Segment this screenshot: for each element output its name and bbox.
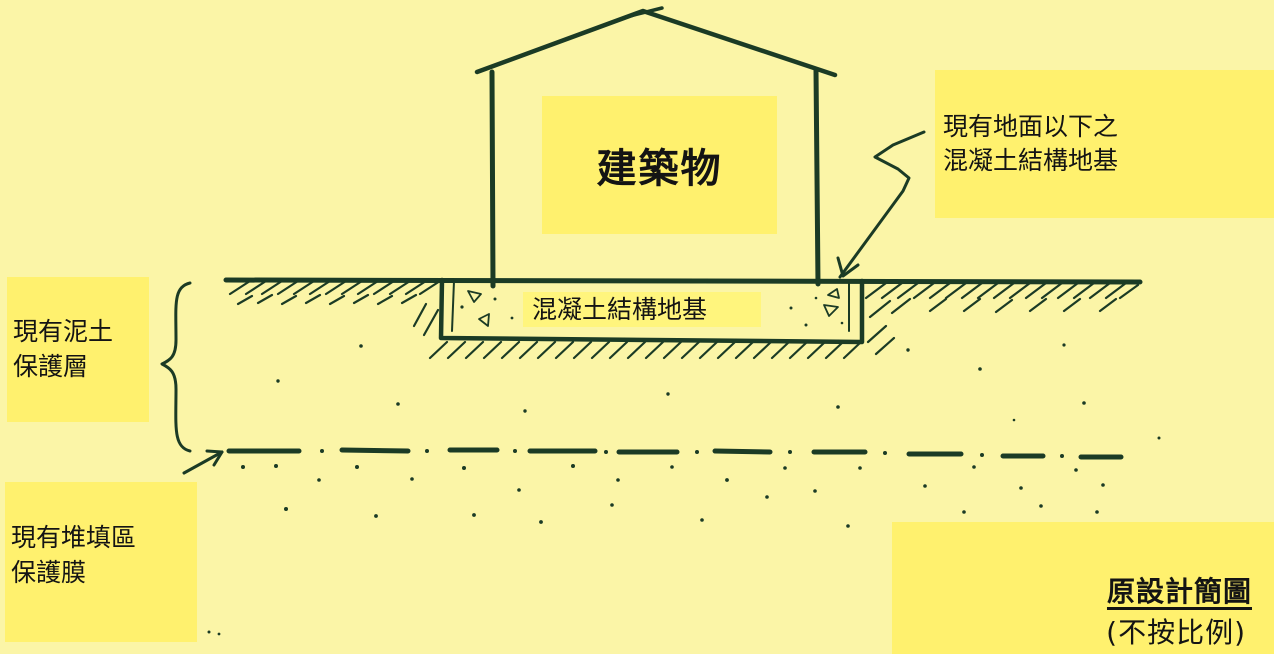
foundation-left-edge <box>451 280 455 332</box>
not-to-scale-note: (不按比例) <box>1106 616 1246 649</box>
building-label: 建築物 <box>542 96 777 234</box>
soil-protection-layer-label: 現有泥土 保護層 <box>7 277 149 422</box>
ground-hatching <box>228 279 1140 360</box>
annotation-arrowhead <box>836 256 860 278</box>
membrane-arrowhead <box>205 449 224 467</box>
building-roof-cross <box>624 6 664 19</box>
diagram-title: 原設計簡圖 <box>1106 575 1252 608</box>
foundation-annotation-label: 現有地面以下之 混凝土結構地基 <box>935 70 1274 218</box>
membrane-arrow <box>182 450 224 475</box>
building-roof <box>474 8 838 78</box>
landfill-membrane-label: 現有堆填區 保護膜 <box>5 482 197 642</box>
building-label-text: 建築物 <box>596 146 723 192</box>
membrane-dots <box>320 449 1064 458</box>
membrane-line <box>226 447 1124 460</box>
concrete-aggregate <box>467 288 840 327</box>
soil-brace <box>160 281 192 453</box>
building-right-wall <box>813 67 821 287</box>
soil-dots <box>276 343 1161 440</box>
foundation-slab-outline <box>438 277 865 345</box>
foundation-slab-label: 混凝土結構地基 <box>523 292 761 327</box>
annotation-arrow <box>838 130 926 279</box>
concrete-dots <box>460 296 844 327</box>
fill-dots <box>207 464 1105 636</box>
building-left-wall <box>489 69 496 289</box>
diagram-title-box: 原設計簡圖 (不按比例) <box>892 522 1274 654</box>
